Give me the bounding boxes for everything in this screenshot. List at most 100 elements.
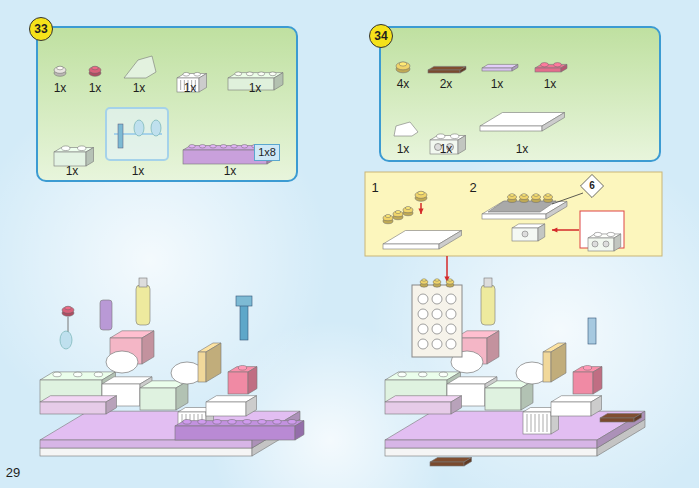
brick-front (523, 412, 551, 434)
grille-line (543, 414, 544, 432)
brick-side (521, 381, 533, 410)
brick-front (198, 352, 206, 382)
brick-side (487, 331, 499, 364)
part-count: 1x (440, 143, 453, 155)
mirror-frame (412, 285, 462, 357)
hole (592, 241, 598, 247)
substep-number: 1 (371, 181, 378, 194)
parts-panel (380, 27, 660, 161)
slope-brick (124, 56, 156, 78)
round-plate (393, 211, 403, 217)
brush (588, 318, 596, 344)
brick-side (248, 367, 257, 394)
stud (94, 372, 102, 377)
grille-line (180, 80, 181, 90)
round-plate (544, 195, 553, 200)
brick-front (485, 388, 521, 410)
brick-side (86, 148, 94, 167)
stud (78, 146, 86, 151)
brick-front (543, 352, 551, 382)
brick-front (228, 372, 248, 394)
brick-front (40, 402, 106, 414)
stud (258, 72, 265, 76)
grille-line (531, 414, 532, 432)
hole (603, 241, 609, 247)
stud (189, 145, 195, 148)
brick-front (600, 418, 634, 422)
round-plate (54, 67, 66, 74)
brick-side (451, 396, 462, 414)
part-count: 1x (133, 82, 146, 94)
toilet (106, 351, 138, 373)
parts-panel (37, 27, 297, 181)
brick-top (385, 396, 462, 402)
brick-front (551, 402, 591, 416)
stud (228, 419, 236, 424)
brick-side (512, 64, 518, 71)
stud (288, 419, 296, 424)
round-plate (520, 195, 529, 200)
brick-front (573, 372, 593, 394)
stud (65, 306, 72, 310)
stud (241, 145, 247, 148)
part-count: 2x (440, 78, 453, 90)
stud (546, 194, 551, 197)
stud (541, 63, 549, 67)
round-plate (396, 62, 410, 70)
stud (534, 194, 539, 197)
stud (419, 372, 427, 377)
diamond-shape (580, 174, 603, 197)
brick-side (199, 74, 207, 93)
brick-side (561, 64, 567, 72)
brick-front (40, 440, 252, 448)
frame-stud (432, 294, 442, 304)
stud (405, 207, 411, 210)
brick-side (206, 343, 221, 382)
stud (183, 72, 190, 76)
leader-line (552, 193, 583, 204)
part-count: 1x (491, 78, 504, 90)
part-count: 1x (516, 143, 529, 155)
brick-side (614, 234, 621, 251)
part-count: 1x (132, 165, 145, 177)
part-count: 1x (54, 82, 67, 94)
part-count: 1x (544, 78, 557, 90)
brick-side (542, 113, 565, 132)
brick-front (40, 448, 252, 456)
round-plate (62, 307, 74, 314)
round-plate (532, 195, 541, 200)
stud (198, 419, 206, 424)
bottle-cap (484, 278, 492, 287)
brick-side (439, 231, 462, 250)
stud (554, 63, 562, 67)
subassembly-panel (365, 172, 662, 256)
stud (220, 145, 226, 148)
brick-side (591, 396, 602, 416)
brick-front (588, 238, 614, 251)
round-plate (420, 280, 428, 284)
stud (62, 146, 70, 151)
frame-stud (418, 294, 428, 304)
stud (183, 419, 191, 424)
stud (448, 279, 452, 281)
grille-line (527, 414, 528, 432)
frame-stud (446, 339, 456, 349)
part-count: 1x (224, 165, 237, 177)
mirror (134, 120, 144, 136)
slope-brick (394, 122, 418, 136)
stud (210, 145, 216, 148)
mirror (60, 331, 72, 349)
stud (437, 134, 445, 139)
stud (418, 191, 425, 195)
brick-side (464, 458, 472, 467)
stud (235, 72, 242, 76)
arrow-head (418, 209, 423, 214)
brick-front (430, 462, 464, 466)
brick-front (54, 152, 86, 166)
frame-stud (418, 339, 428, 349)
round-plate (383, 215, 393, 221)
callout-box: 1x8 (254, 144, 280, 161)
stud (74, 372, 82, 377)
stud (194, 72, 201, 76)
brick-top (40, 396, 117, 402)
